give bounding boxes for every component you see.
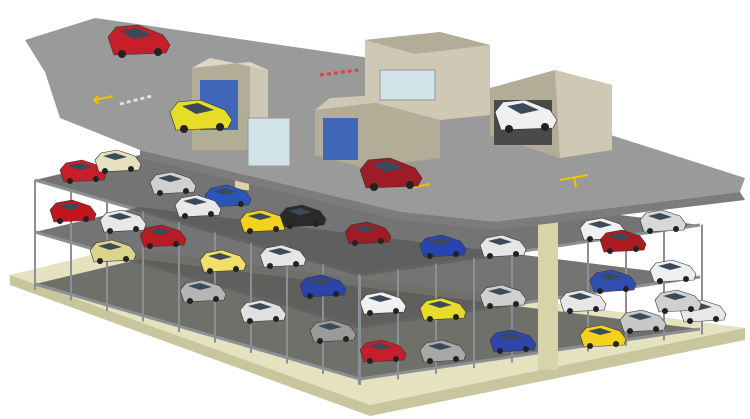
parked-car	[259, 244, 307, 269]
barrier-gate	[119, 94, 153, 106]
parked-car	[59, 159, 107, 184]
parked-car	[649, 259, 697, 284]
rack-beam	[34, 282, 361, 381]
parked-car	[489, 329, 537, 354]
parked-car	[419, 297, 467, 322]
parked-car	[179, 279, 227, 304]
parked-car	[199, 249, 247, 274]
glass-booth	[379, 69, 436, 101]
parked-car	[359, 339, 407, 364]
deck-car	[494, 99, 558, 133]
rack-beam	[359, 327, 701, 381]
parked-car	[299, 274, 347, 299]
deck-marking-arrow	[409, 183, 431, 189]
parked-car	[309, 319, 357, 344]
parked-car	[99, 209, 147, 234]
deck-car	[169, 99, 233, 133]
parked-car	[139, 224, 187, 249]
barrier-gate	[319, 68, 359, 77]
parked-car	[279, 204, 327, 229]
glass-booth	[247, 117, 291, 167]
parked-car	[239, 209, 287, 234]
parked-car	[589, 269, 637, 294]
parked-car	[479, 284, 527, 309]
entrance-building-back	[365, 32, 490, 120]
parked-cars-racks	[49, 149, 727, 364]
parked-car	[419, 339, 467, 364]
parked-car	[479, 234, 527, 259]
parked-car	[599, 229, 647, 254]
deck-marking-arrow	[92, 95, 114, 105]
parked-car	[239, 299, 287, 324]
parked-car	[359, 291, 407, 316]
parked-car	[89, 239, 137, 264]
rack-pallets	[35, 207, 700, 327]
parked-car	[654, 289, 702, 314]
garage-door	[323, 118, 358, 160]
entrance-building-center	[247, 92, 440, 168]
deck-car	[107, 24, 171, 58]
support-column	[538, 205, 558, 370]
deck-marking-arrow	[559, 174, 589, 188]
deck-car	[359, 157, 423, 191]
parked-cars-deck	[107, 24, 558, 191]
parked-car	[204, 184, 252, 209]
parked-car	[579, 324, 627, 349]
ground-slab-side	[10, 275, 370, 416]
rack-pallets	[35, 155, 700, 275]
roof-deck-edge	[140, 150, 745, 230]
parked-car	[174, 194, 222, 219]
ground-slab-side-right	[370, 328, 745, 416]
parked-car	[419, 234, 467, 259]
parked-car	[344, 221, 392, 246]
parked-car	[94, 149, 142, 174]
parked-car	[639, 209, 687, 234]
parked-car	[559, 289, 607, 314]
parked-car	[49, 199, 97, 224]
parked-car	[149, 171, 197, 196]
parked-car	[619, 309, 667, 334]
